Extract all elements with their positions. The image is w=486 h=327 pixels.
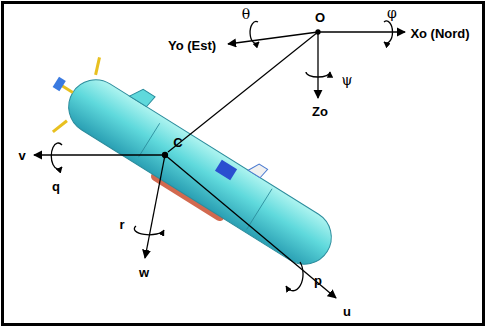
body-frame: [34, 143, 336, 298]
inertial-frame: [168, 21, 405, 152]
axis-label: Zo: [312, 105, 328, 118]
rotation-label: ψ: [342, 73, 353, 87]
axis-label: u: [343, 305, 351, 318]
frame-border: [3, 3, 484, 325]
rotation-label: φ: [387, 6, 397, 20]
origin-label: O: [315, 11, 325, 24]
rotation-label: θ: [242, 7, 250, 21]
axis-label: v: [18, 149, 25, 162]
auv-body: [33, 45, 351, 289]
rotation-label: p: [314, 274, 322, 287]
axis-label: Xo (Nord): [410, 27, 469, 40]
axis-label: Yo (Est): [168, 39, 216, 52]
center-label: C: [173, 136, 182, 149]
axis-label: w: [139, 266, 149, 279]
rotation-label: q: [52, 180, 60, 193]
rotation-label: r: [119, 218, 124, 231]
